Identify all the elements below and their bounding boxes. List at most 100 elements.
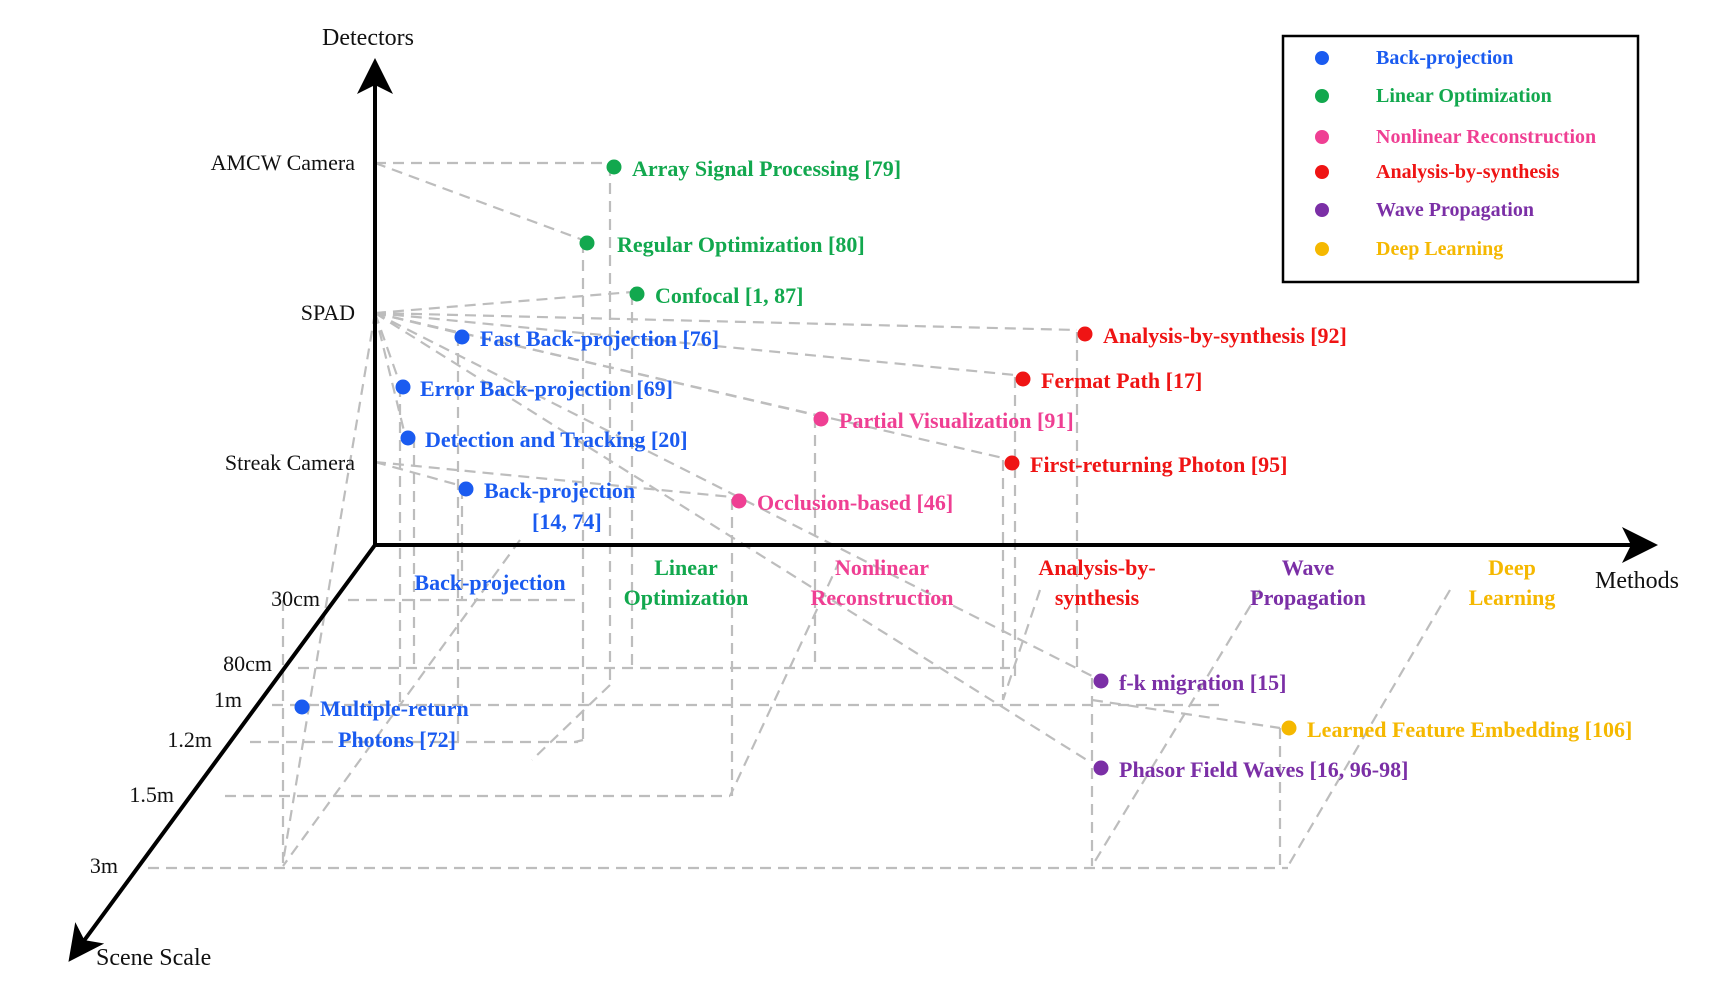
legend-dot (1315, 51, 1329, 65)
scale-tick-80cm: 80cm (223, 651, 272, 676)
method-label: First-returning Photon [95] (1030, 452, 1287, 477)
method-dot (1281, 720, 1297, 736)
method-dot (1077, 326, 1093, 342)
legend-entry-back-projection: Back-projection (1315, 47, 1513, 69)
legend-entry-analysis-by-synthesis: Analysis-by-synthesis (1315, 161, 1560, 183)
legend-entry-linear-optimization: Linear Optimization (1315, 85, 1552, 107)
legend-dot (1315, 242, 1329, 256)
scale-tick-3m: 3m (90, 853, 118, 878)
method-label: Fermat Path [17] (1041, 368, 1202, 393)
legend-label: Back-projection (1376, 47, 1513, 69)
method-point-array-signal-processing-79: Array Signal Processing [79] (606, 156, 901, 181)
method-dot (400, 430, 416, 446)
method-dot (731, 493, 747, 509)
method-label: Partial Visualization [91] (839, 408, 1074, 433)
method-dot (579, 235, 595, 251)
category-label-line: Propagation (1250, 585, 1366, 610)
category-label-line: Optimization (624, 585, 749, 610)
method-label-line: Back-projection (484, 478, 635, 503)
scene-scale-axis-title: Scene Scale (96, 945, 211, 971)
scene-scale-axis (68, 543, 377, 962)
method-point-fermat-path-17: Fermat Path [17] (1015, 368, 1202, 393)
detectors-axis-title: Detectors (322, 25, 414, 51)
detector-tick-streak-camera: Streak Camera (225, 450, 355, 475)
method-label: Regular Optimization [80] (617, 232, 865, 257)
scene-scale-tick-labels: 30cm 80cm 1m1.2m 1.5m 3m (90, 586, 320, 878)
method-point-detection-and-tracking-20: Detection and Tracking [20] (400, 427, 688, 452)
method-point-error-back-projection-69: Error Back-projection [69] (395, 376, 673, 401)
scale-tick-1-5m: 1.5m (129, 782, 174, 807)
method-point-f-k-migration-15: f-k migration [15] (1093, 670, 1286, 695)
legend-label: Wave Propagation (1376, 199, 1534, 221)
method-point-occlusion-based-46: Occlusion-based [46] (731, 490, 953, 515)
method-label: Confocal [1, 87] (655, 283, 803, 308)
method-dot (458, 481, 474, 497)
axes: Detectors Methods Scene Scale (68, 25, 1679, 971)
method-dot (294, 699, 310, 715)
method-dot (1004, 455, 1020, 471)
category-label-line: Wave (1282, 555, 1335, 580)
scale-tick-1-2m: 1.2m (167, 727, 212, 752)
detector-tick-spad: SPAD (301, 300, 355, 325)
legend-box (1281, 34, 1640, 284)
method-label: Array Signal Processing [79] (632, 156, 901, 181)
method-point-phasor-field-waves-16-96-98: Phasor Field Waves [16, 96-98] (1093, 757, 1408, 782)
detector-tick-amcw-camera: AMCW Camera (211, 150, 356, 175)
method-dot (813, 411, 829, 427)
method-label-line: Photons [72] (338, 727, 456, 752)
legend-dot (1315, 203, 1329, 217)
legend-dot (1315, 89, 1329, 103)
method-point-confocal-1-87: Confocal [1, 87] (629, 283, 803, 308)
method-point-first-returning-photon-95: First-returning Photon [95] (1004, 452, 1287, 477)
method-label: Learned Feature Embedding [106] (1307, 717, 1632, 742)
method-label: Back-projection [14, 74] (484, 478, 635, 534)
category-label-line: Deep (1488, 555, 1536, 580)
method-point-partial-visualization-91: Partial Visualization [91] (813, 408, 1074, 433)
category-label-line: synthesis (1055, 585, 1140, 610)
category-label-line: Nonlinear (835, 555, 929, 580)
category-label-line: Linear (654, 555, 718, 580)
category-label-line: Analysis-by- (1038, 555, 1155, 580)
method-label-line: Multiple-return (320, 696, 469, 721)
method-dot (629, 286, 645, 302)
method-point-regular-optimization-80: Regular Optimization [80] (579, 232, 865, 257)
legend-dot (1315, 130, 1329, 144)
method-point-fast-back-projection-76: Fast Back-projection [76] (454, 326, 719, 351)
method-label: Fast Back-projection [76] (480, 326, 719, 351)
method-dot (1093, 760, 1109, 776)
method-label: Occlusion-based [46] (757, 490, 953, 515)
category-label-back-projection: Back-projection (414, 570, 565, 595)
method-dot (606, 159, 622, 175)
legend-label: Deep Learning (1376, 238, 1503, 260)
category-label-line: Back-projection (414, 570, 565, 595)
method-label: Error Back-projection [69] (420, 376, 673, 401)
method-dot (395, 379, 411, 395)
method-label-line: [14, 74] (532, 509, 602, 534)
legend-label: Nonlinear Reconstruction (1376, 126, 1596, 148)
method-label: Phasor Field Waves [16, 96-98] (1119, 757, 1408, 782)
scale-tick-30cm: 30cm (271, 586, 320, 611)
category-label-line: Reconstruction (811, 585, 954, 610)
category-label-analysis-by-synthesis: Analysis-by-synthesis (1038, 555, 1155, 610)
method-point-back-projection-14-74: Back-projection [14, 74] (458, 478, 635, 534)
scale-tick-1m: 1m (214, 687, 242, 712)
category-label-line: Learning (1469, 585, 1556, 610)
legend-label: Linear Optimization (1376, 85, 1552, 107)
dashed-guide-lines (148, 161, 1451, 870)
legend-entry-nonlinear-reconstruction: Nonlinear Reconstruction (1315, 126, 1596, 148)
legend-label: Analysis-by-synthesis (1376, 161, 1560, 183)
method-dot (1093, 673, 1109, 689)
method-dot (454, 329, 470, 345)
methods-axis-title: Methods (1595, 568, 1679, 594)
method-dot (1015, 371, 1031, 387)
